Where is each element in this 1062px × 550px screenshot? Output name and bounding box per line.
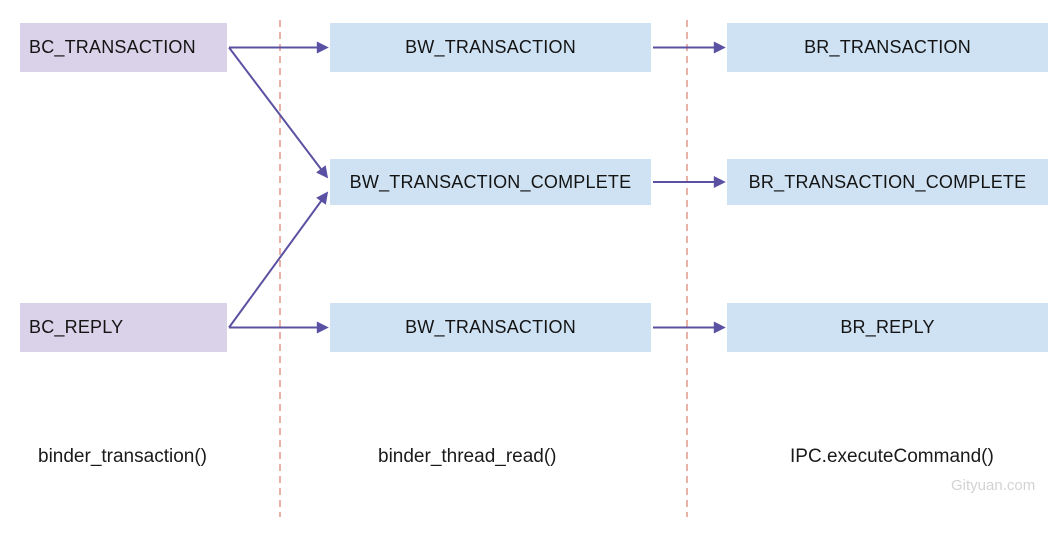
- node-bc-reply: BC_REPLY: [20, 303, 227, 352]
- node-br-transaction: BR_TRANSACTION: [727, 23, 1048, 72]
- column-label-binder-transaction: binder_transaction(): [38, 446, 207, 467]
- watermark: Gityuan.com: [951, 477, 1036, 494]
- node-bw-transaction-complete: BW_TRANSACTION_COMPLETE: [330, 159, 651, 205]
- node-br-transaction-complete: BR_TRANSACTION_COMPLETE: [727, 159, 1048, 205]
- node-br-reply: BR_REPLY: [727, 303, 1048, 352]
- flow-arrow-bc_reply-to-bw_transaction_complete: [228, 191, 329, 329]
- column-label-ipc-executecommand: IPC.executeCommand(): [790, 446, 994, 467]
- node-bw-transaction-bottom: BW_TRANSACTION: [330, 303, 651, 352]
- node-bw-transaction-top: BW_TRANSACTION: [330, 23, 651, 72]
- node-bc-transaction: BC_TRANSACTION: [20, 23, 227, 72]
- column-label-binder-thread-read: binder_thread_read(): [378, 446, 557, 467]
- flow-arrow-bc_transaction-to-bw_transaction_complete: [228, 46, 329, 179]
